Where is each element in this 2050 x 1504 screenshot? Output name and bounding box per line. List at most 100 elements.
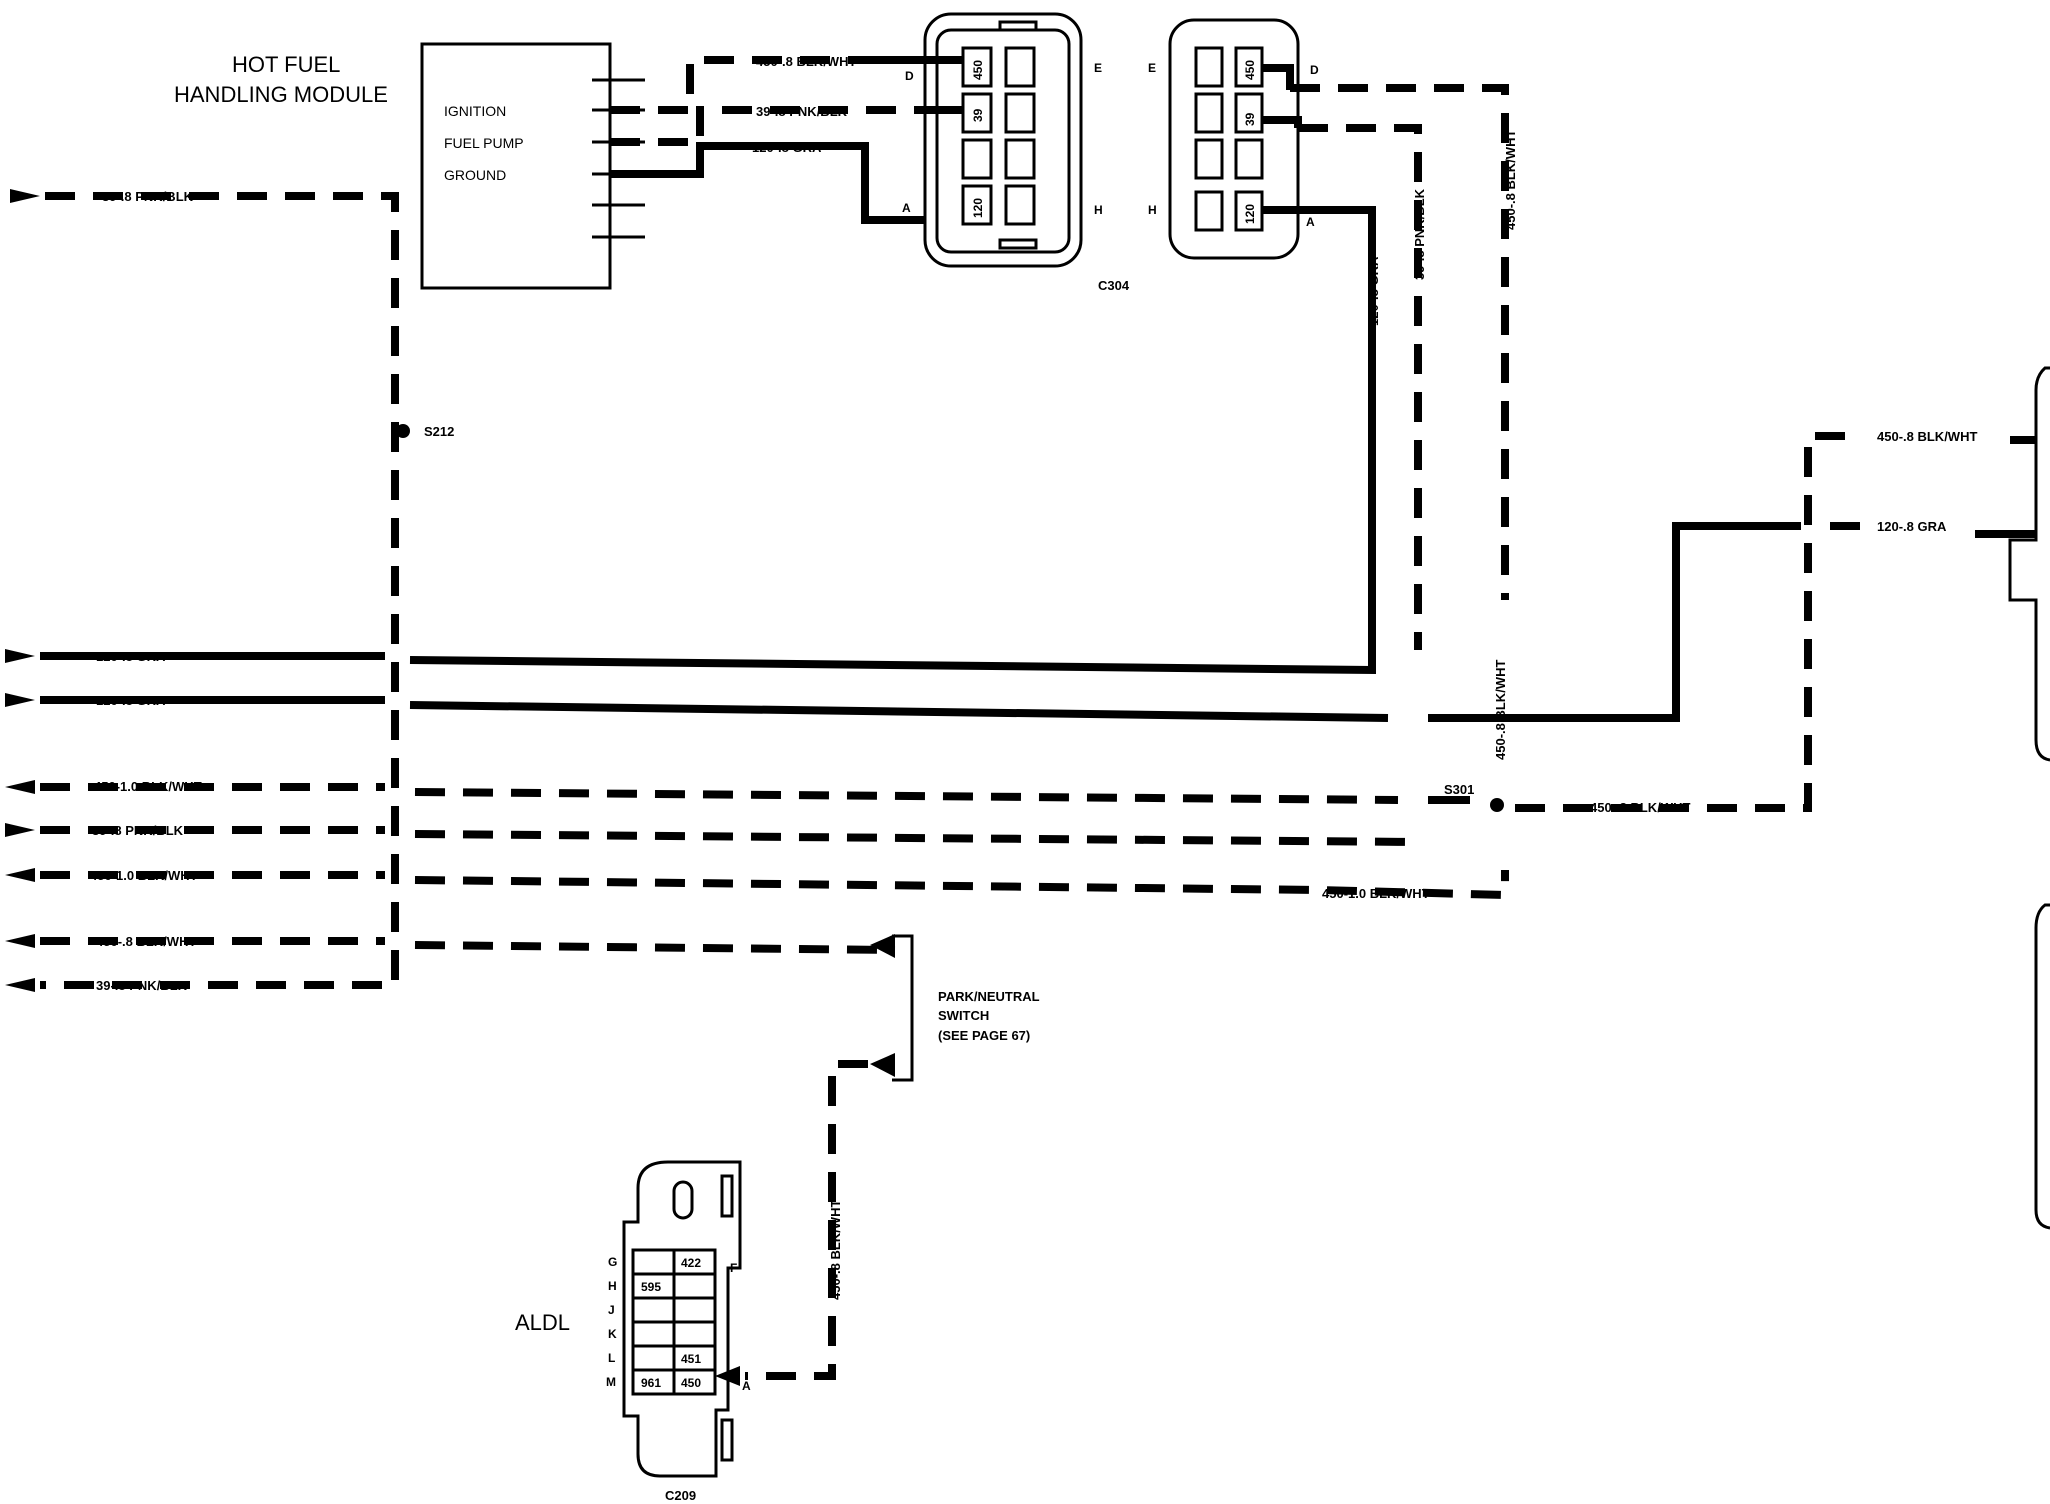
switch-label-line1: PARK/NEUTRAL — [938, 989, 1040, 1004]
connector-key — [998, 238, 1038, 250]
cavity-label-450: 450 — [971, 60, 985, 80]
row-letter-m: M — [606, 1375, 616, 1389]
cavity — [1004, 138, 1036, 180]
aldl-connector-c209: ALDL 422 595 451 961 450 G H J K L M F A… — [515, 1160, 751, 1503]
wire-39-vertical — [1298, 124, 1422, 650]
wire-label: 120-.8 GRA — [96, 649, 166, 664]
module-pin-ignition: IGNITION — [444, 103, 506, 119]
wire-label: 450-1.0 BLK/WHT — [90, 868, 198, 883]
cavity-label-422: 422 — [681, 1256, 701, 1270]
connector-key — [998, 20, 1038, 32]
connector-label-c209: C209 — [665, 1488, 696, 1503]
wire-label: 450-1.0 BLK/WHT — [94, 779, 202, 794]
cavity-label-450: 450 — [681, 1376, 701, 1390]
connector-arrow-icon — [715, 1366, 740, 1386]
cavity — [1194, 92, 1224, 134]
wire-label: 450-.8 BLK/WHT — [1493, 660, 1508, 760]
wire-label: 120-.8 GRA — [752, 140, 822, 155]
cavity — [1194, 190, 1224, 232]
pin-letter-e: E — [1148, 61, 1156, 75]
wire-label: 39-.8 PNK/BLK — [92, 823, 184, 838]
aldl-title: ALDL — [515, 1310, 570, 1335]
side-letter-a: A — [742, 1379, 751, 1393]
wire-39-b — [40, 826, 1419, 846]
pin-letter-d: D — [905, 69, 914, 83]
pin-letter-h: H — [1148, 203, 1157, 217]
wire-450-c304-out — [1262, 64, 1294, 90]
wire-label: 39-.8 PNK/BLK — [96, 978, 188, 993]
cavity-label-450: 450 — [1243, 60, 1257, 80]
splice-label-s212: S212 — [424, 424, 454, 439]
wire-450-b — [40, 870, 1509, 900]
splice-dot-icon — [1490, 798, 1504, 812]
connector-body — [1168, 18, 1300, 260]
row-letter-h: H — [608, 1279, 617, 1293]
wire-450-a — [40, 783, 1399, 804]
connector-arrow-icon — [870, 1053, 895, 1077]
cavity-label-39: 39 — [971, 108, 985, 122]
row-letter-l: L — [608, 1351, 615, 1365]
module-title-line1: HOT FUEL — [232, 52, 340, 77]
module-pin-ground: GROUND — [444, 167, 506, 183]
wire-120-b — [40, 522, 1801, 722]
cavity-label-120: 120 — [1243, 204, 1257, 224]
cavity-label-39: 39 — [1243, 112, 1257, 126]
cavity-450 — [961, 46, 993, 88]
connector-key — [672, 1180, 694, 1220]
cavity — [1004, 92, 1036, 134]
splice-dot-icon — [396, 424, 410, 438]
row-letter-g: G — [608, 1255, 617, 1269]
wire-label: 39-.8 PNK/BLK — [1412, 188, 1427, 280]
cavity-120 — [961, 184, 993, 226]
row-letter-j: J — [608, 1303, 615, 1317]
wire-label: 450-.8 BLK/WHT — [828, 1200, 843, 1300]
wire-39-module-to-c304 — [610, 106, 925, 146]
right-component-partial — [2008, 366, 2050, 1230]
hot-fuel-handling-module: HOT FUEL HANDLING MODULE IGNITION FUEL P… — [174, 42, 645, 290]
wire-label: 450-.8 BLK/WHT — [1877, 429, 1977, 444]
cavity — [1194, 46, 1224, 88]
splice-label-s301: S301 — [1444, 782, 1474, 797]
c304-right-half: 450 39 120 E H D A C304 — [1098, 18, 1319, 293]
connector-arrow-icon — [870, 934, 895, 958]
wire-label: 120-.8 GRA — [96, 693, 166, 708]
switch-label-line3: (SEE PAGE 67) — [938, 1028, 1030, 1043]
cavity-label-595: 595 — [641, 1280, 661, 1294]
cavity — [1234, 138, 1264, 180]
pin-letter-a: A — [902, 201, 911, 215]
cavity-39 — [1234, 92, 1264, 134]
wire-label: 39-.8 PNK/BLK — [102, 189, 194, 204]
switch-bracket — [892, 934, 914, 1082]
side-letter-f: F — [730, 1261, 737, 1275]
connector-arrow-icon — [5, 189, 40, 992]
wire-450-aldl — [745, 1060, 868, 1380]
wire-label: 120-.8 GRA — [1877, 519, 1947, 534]
wire-39-loop — [40, 192, 399, 989]
wire-label: 120-.8 GRA — [1366, 256, 1381, 326]
module-pin-fuel-pump: FUEL PUMP — [444, 135, 524, 151]
connector-key — [720, 1418, 734, 1462]
wire-120-c304-to-left — [409, 206, 1376, 675]
cavity — [1004, 46, 1036, 88]
wire-450-vertical — [1290, 84, 1509, 600]
park-neutral-switch: PARK/NEUTRAL SWITCH (SEE PAGE 67) — [870, 934, 1040, 1082]
wire-label: 450-1.0 BLK/WHT — [1322, 886, 1430, 901]
connector-label-c304: C304 — [1098, 278, 1130, 293]
pin-letter-a: A — [1306, 215, 1315, 229]
wire-450-s301-right — [1515, 432, 1860, 812]
pin-letter-d: D — [1310, 63, 1319, 77]
wire-label: 450-.8 BLK/WHT — [1590, 800, 1690, 815]
module-title-line2: HANDLING MODULE — [174, 82, 388, 107]
pin-letter-h: H — [1094, 203, 1103, 217]
switch-label-line2: SWITCH — [938, 1008, 989, 1023]
cavity — [1004, 184, 1036, 226]
module-box — [420, 42, 612, 290]
wire-450-module-to-c304 — [610, 56, 870, 114]
c304-left-half: 450 39 120 D A E H — [902, 12, 1103, 268]
wire-120-module-to-c304 — [610, 142, 960, 224]
cavity — [1194, 138, 1224, 180]
cavity-label-451: 451 — [681, 1352, 701, 1366]
connector-key — [720, 1174, 734, 1218]
wire-450-c — [40, 937, 896, 954]
cavity-label-961: 961 — [641, 1376, 661, 1390]
